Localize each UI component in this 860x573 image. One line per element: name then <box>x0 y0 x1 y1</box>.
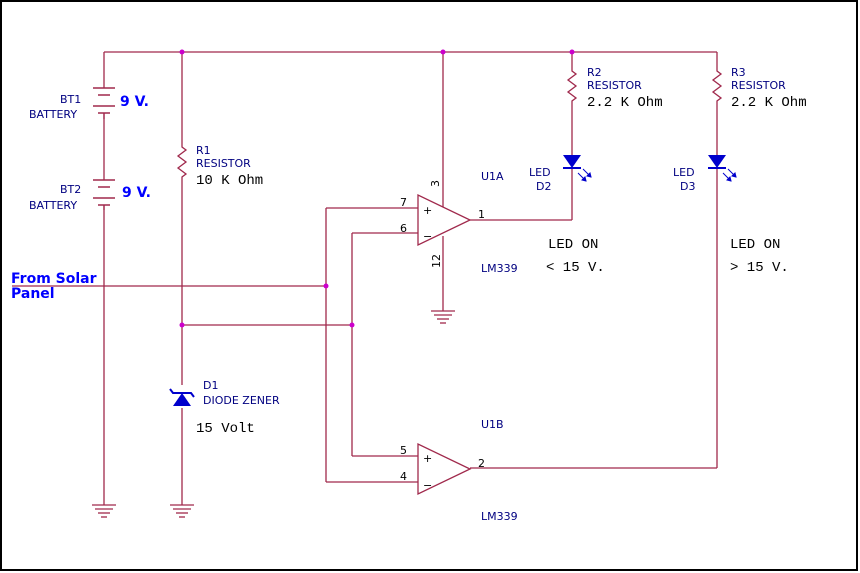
u1a-part: LM339 <box>481 262 518 275</box>
d1-value: 15 Volt <box>196 421 255 437</box>
led-d3-light-arrows <box>722 168 737 182</box>
ground-symbol-battery <box>92 504 116 518</box>
opamp-u1a <box>417 193 472 247</box>
battery-bt2 <box>93 179 115 210</box>
u1b-ref: U1B <box>481 418 504 431</box>
bt2-type: BATTERY <box>29 199 77 212</box>
d3-type: LED <box>673 166 695 179</box>
junctions <box>179 49 575 328</box>
led-d2-light-arrows <box>577 168 592 182</box>
d3-note-line1: LED ON <box>730 237 780 253</box>
r3-type: RESISTOR <box>731 79 786 92</box>
r2-value: 2.2 K Ohm <box>587 95 663 111</box>
r1-value: 10 K Ohm <box>196 173 263 189</box>
zener-d1 <box>169 388 195 406</box>
led-d3 <box>708 155 737 182</box>
u1b-pin-plus: 5 <box>400 444 407 457</box>
opamp-u1b <box>417 442 472 496</box>
u1a-plus-symbol: + <box>423 204 432 217</box>
r2-type: RESISTOR <box>587 79 642 92</box>
resistor-r2 <box>566 67 578 107</box>
u1b-pin-out: 2 <box>478 457 485 470</box>
d2-ref: D2 <box>536 180 551 193</box>
junction-dot <box>323 283 329 289</box>
u1a-pin-plus: 7 <box>400 196 407 209</box>
resistor-r1 <box>176 143 188 183</box>
ground-symbol-opamp <box>431 310 455 324</box>
u1b-part: LM339 <box>481 510 518 523</box>
r3-value: 2.2 K Ohm <box>731 95 807 111</box>
u1a-pin-minus: 6 <box>400 222 407 235</box>
u1a-pin-vcc: 3 <box>429 180 442 187</box>
r1-type: RESISTOR <box>196 157 251 170</box>
junction-dot <box>440 49 446 55</box>
r3-ref: R3 <box>731 66 746 79</box>
d1-type: DIODE ZENER <box>203 394 280 407</box>
solar-label-line2: Panel <box>11 286 55 302</box>
u1b-minus-symbol: − <box>423 479 432 492</box>
wires <box>12 51 718 505</box>
bt1-voltage: 9 V. <box>120 94 149 110</box>
junction-dot <box>349 322 355 328</box>
junction-dot <box>179 322 185 328</box>
bt1-ref: BT1 <box>60 93 81 106</box>
u1b-pin-minus: 4 <box>400 470 407 483</box>
resistor-r3 <box>711 67 723 107</box>
d2-note-line2: < 15 V. <box>546 260 605 276</box>
bt1-type: BATTERY <box>29 108 77 121</box>
battery-bt1 <box>93 87 115 119</box>
d1-ref: D1 <box>203 379 218 392</box>
u1a-pin-out: 1 <box>478 208 485 221</box>
ground-symbol-zener <box>170 504 194 518</box>
r1-ref: R1 <box>196 144 211 157</box>
u1a-pin-gnd: 12 <box>430 254 443 268</box>
d3-ref: D3 <box>680 180 695 193</box>
r2-ref: R2 <box>587 66 602 79</box>
d2-type: LED <box>529 166 551 179</box>
u1a-ref: U1A <box>481 170 504 183</box>
u1b-plus-symbol: + <box>423 452 432 465</box>
junction-dot <box>569 49 575 55</box>
bt2-ref: BT2 <box>60 183 81 196</box>
u1a-minus-symbol: − <box>423 230 432 243</box>
bt2-voltage: 9 V. <box>122 185 151 201</box>
led-d2 <box>563 155 592 182</box>
solar-label-line1: From Solar <box>11 271 97 287</box>
d2-note-line1: LED ON <box>548 237 598 253</box>
d3-note-line2: > 15 V. <box>730 260 789 276</box>
junction-dot <box>179 49 185 55</box>
